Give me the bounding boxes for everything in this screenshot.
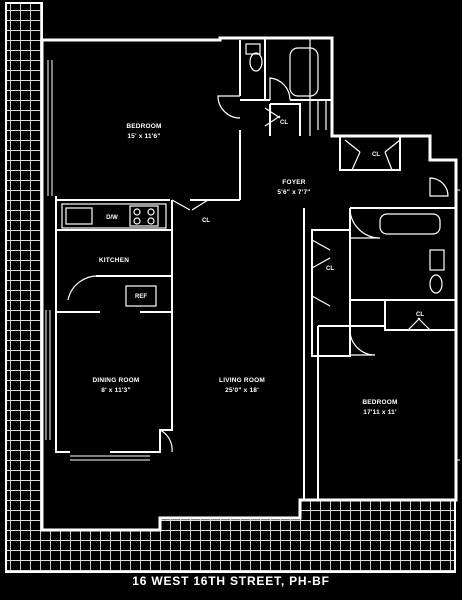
toilet-2 (429, 274, 443, 294)
refrigerator (125, 285, 157, 307)
bathtub-2 (379, 213, 441, 235)
exterior-walls (40, 36, 458, 532)
stove (129, 205, 159, 227)
closet-bedroom1-label: CL (202, 218, 210, 224)
foyer-name: FOYER (282, 179, 305, 186)
bedroom-1-name: BEDROOM (126, 123, 161, 130)
kitchen-counter (61, 203, 167, 229)
dining-dims: 8' x 11'3" (101, 387, 131, 394)
address-title: 16 WEST 16TH STREET, PH-BF (132, 574, 330, 588)
closet-hall-label: CL (326, 266, 334, 272)
closet-foyer-label: CL (372, 152, 380, 158)
bathtub (289, 47, 319, 97)
living-name: LIVING ROOM (219, 377, 265, 384)
dining-name: DINING ROOM (93, 377, 140, 384)
fixtures (61, 38, 445, 307)
bedroom-2-name: BEDROOM (362, 399, 397, 406)
windows (45, 60, 460, 461)
sink-2 (429, 249, 445, 271)
bedroom-2-dims: 17'11 x 11' (363, 409, 397, 416)
interior-walls (55, 38, 456, 500)
kitchen-sink (65, 207, 93, 225)
foyer-dims: 5'6" x 7'7" (277, 189, 310, 196)
living-dims: 25'0" x 18' (225, 387, 259, 394)
refrigerator-label: REF (135, 294, 147, 300)
bedroom-1-dims: 15' x 11'6" (127, 133, 160, 140)
kitchen-name: KITCHEN (99, 257, 129, 264)
closet-bedroom2-label: CL (416, 312, 424, 318)
doors (67, 77, 449, 453)
toilet (249, 52, 263, 72)
closet-bath-label: CL (280, 120, 288, 126)
dishwasher-label: D/W (106, 215, 118, 221)
sink (245, 43, 261, 55)
